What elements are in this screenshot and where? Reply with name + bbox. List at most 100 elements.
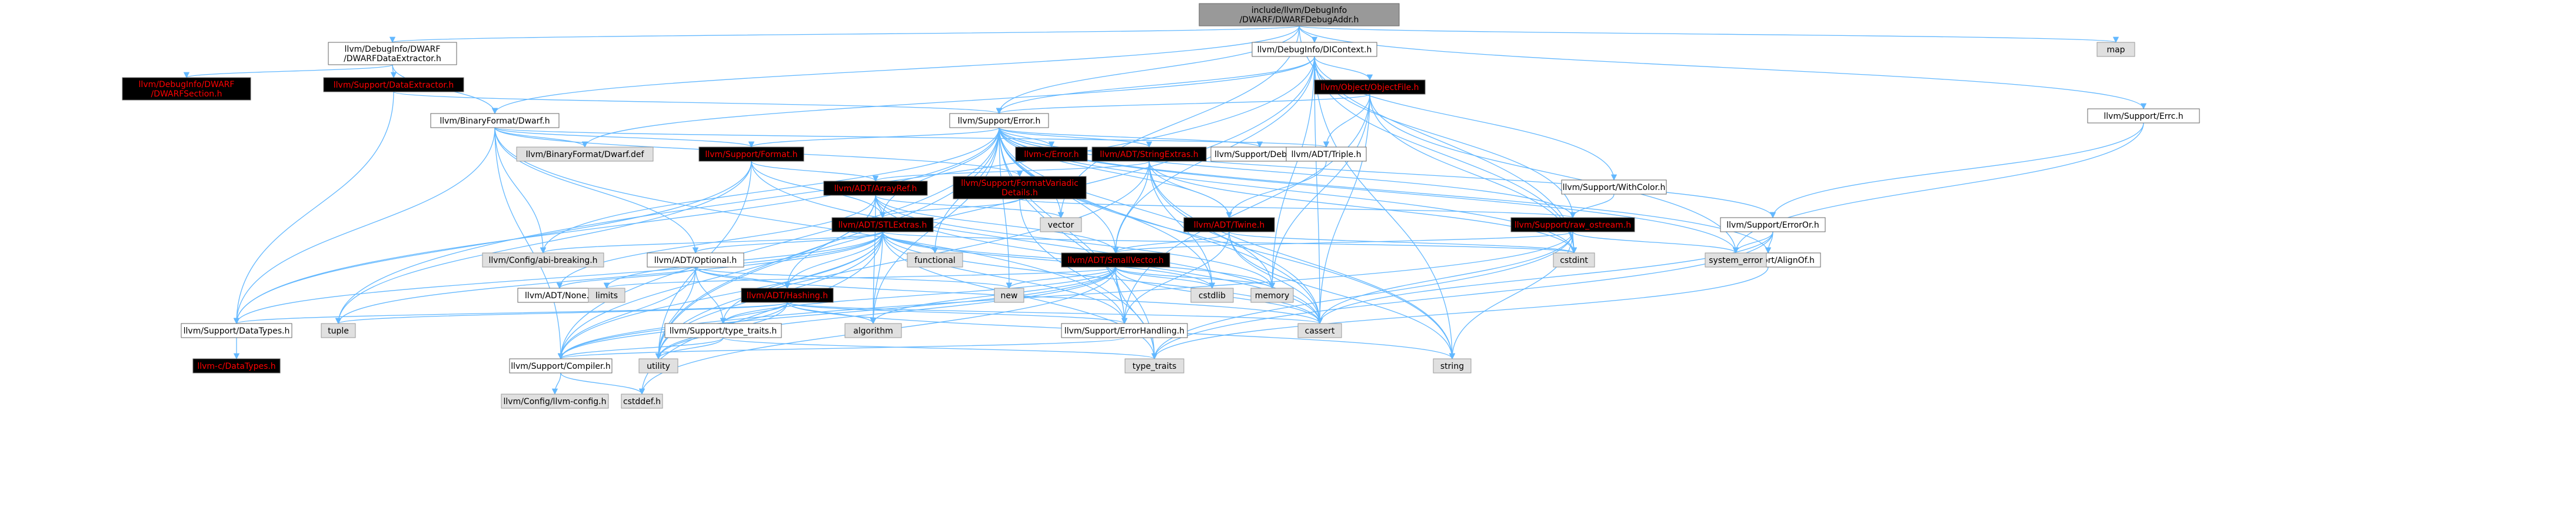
edge-stlextras-to-compiler [557,231,883,360]
node-label: llvm/ADT/Triple.h [1292,150,1362,159]
node-dicontext[interactable]: llvm/DebugInfo/DIContext.h [1252,42,1377,57]
node-label: llvm/Support/WithColor.h [1563,183,1666,192]
node-string[interactable]: string [1433,358,1472,374]
node-box [1314,79,1426,95]
edge-stringextras-to-string [1149,161,1456,360]
node-label: type_traits [1133,362,1177,371]
edge-bfdwarf-to-bfdwarfdef [494,127,588,148]
node-errorhandling[interactable]: llvm/Support/ErrorHandling.h [1061,323,1188,338]
node-arrayref[interactable]: llvm/ADT/ArrayRef.h [823,181,928,196]
node-box [2096,42,2135,57]
node-box [1250,288,1294,303]
edge-error-to-memory [999,127,1276,289]
edge-bfdwarf-to-triple [494,127,1329,148]
node-box [1015,146,1088,162]
node-label: cstdint [1560,256,1588,265]
node-compiler[interactable]: llvm/Support/Compiler.h [509,358,613,374]
edge-error-to-format [748,127,1000,148]
node-label: llvm/ADT/Optional.h [654,256,737,265]
node-cdatatypes[interactable]: llvm-c/DataTypes.h [192,358,281,374]
node-format[interactable]: llvm/Support/Format.h [698,146,804,162]
node-objectfile[interactable]: llvm/Object/ObjectFile.h [1314,79,1426,95]
node-box [831,217,934,232]
node-rawostream[interactable]: llvm/Support/raw_ostream.h [1510,217,1635,232]
edge-error-to-erroror [999,127,1776,219]
node-label: vector [1048,221,1074,230]
edge-root-to-errc [1299,25,2147,110]
node-map[interactable]: map [2096,42,2135,57]
node-label: llvm/Support/Error.h [958,116,1041,126]
node-box [1199,3,1400,26]
node-box [501,394,609,409]
node-withcolor[interactable]: llvm/Support/WithColor.h [1561,179,1667,195]
edge-bfdwarf-to-abibreaking [494,127,547,254]
node-label: /DWARF/DWARFDebugAddr.h [1240,15,1359,25]
node-utility[interactable]: utility [638,358,678,374]
node-cstdint[interactable]: cstdint [1553,252,1595,268]
node-typetraits[interactable]: type_traits [1124,358,1184,374]
node-memory[interactable]: memory [1250,288,1294,303]
edge-dicontext-to-string [1314,56,1456,360]
node-box [1510,217,1635,232]
node-bfdwarfdef[interactable]: llvm/BinaryFormat/Dwarf.def [516,146,654,162]
node-label: llvm/Support/ErrorOr.h [1726,221,1819,230]
edge-compiler-to-cstddef [560,372,645,395]
node-optional[interactable]: llvm/ADT/Optional.h [647,252,744,268]
node-smallvector[interactable]: llvm/ADT/SmallVector.h [1061,252,1170,268]
edge-stringextras-to-arrayref [873,161,1150,182]
node-box [1286,146,1367,162]
node-cassert[interactable]: cassert [1297,323,1342,338]
edge-triple-to-twine [1226,161,1327,219]
edge-dicontext-to-cassert [1314,56,1323,325]
node-systemerror[interactable]: system_error [1705,252,1767,268]
node-dwarfsection[interactable]: llvm/DebugInfo/DWARF/DWARFSection.h [122,77,251,101]
edge-dataextractor-to-error [393,91,1002,115]
edge-hashing-to-datatypes [234,302,788,325]
node-root[interactable]: include/llvm/DebugInfo/DWARF/DWARFDebugA… [1199,3,1400,26]
edge-stlextras-to-errorhandling [882,231,1128,325]
node-cstdlib[interactable]: cstdlib [1190,288,1234,303]
node-none[interactable]: llvm/ADT/None.h [517,288,602,303]
node-dwarfextractor[interactable]: llvm/DebugInfo/DWARF/DWARFDataExtractor.… [328,42,457,65]
node-stringextras[interactable]: llvm/ADT/StringExtras.h [1091,146,1207,162]
node-algorithm[interactable]: algorithm [844,323,902,338]
edge-error-to-cerror [999,127,1055,148]
node-supporttypetraits[interactable]: llvm/Support/type_traits.h [664,323,782,338]
node-box [1183,217,1275,232]
edge-twine-to-cassert [1229,231,1323,325]
node-label: system_error [1709,256,1763,265]
edge-bfdwarf-to-format [494,127,754,148]
node-label: /DWARFSection.h [151,89,222,99]
node-limits[interactable]: limits [588,288,625,303]
node-abibreaking[interactable]: llvm/Config/abi-breaking.h [482,252,604,268]
node-label: /DWARFDataExtractor.h [344,54,441,64]
edge-dataextractor-to-datatypes [233,91,394,325]
node-cerror[interactable]: llvm-c/Error.h [1015,146,1088,162]
edge-root-to-bfdwarf [491,25,1300,115]
node-datatypes[interactable]: llvm/Support/DataTypes.h [181,323,292,338]
node-error[interactable]: llvm/Support/Error.h [949,113,1049,128]
edge-alignof-to-typetraits [1151,266,1769,360]
node-tuple[interactable]: tuple [321,323,356,338]
node-twine[interactable]: llvm/ADT/Twine.h [1183,217,1275,232]
node-new[interactable]: new [994,288,1024,303]
node-bfdwarf[interactable]: llvm/BinaryFormat/Dwarf.h [430,113,560,128]
node-box [1190,288,1234,303]
node-erroror[interactable]: llvm/Support/ErrorOr.h [1720,217,1826,232]
edge-error-to-stringextras [999,127,1153,148]
node-box [1091,146,1207,162]
node-llvmconfig[interactable]: llvm/Config/llvm-config.h [501,394,609,409]
edge-errorhandling-to-compiler [558,337,1125,360]
node-vector[interactable]: vector [1040,217,1082,232]
node-dataextractor[interactable]: llvm/Support/DataExtractor.h [323,77,464,92]
node-box [698,146,804,162]
node-triple[interactable]: llvm/ADT/Triple.h [1286,146,1367,162]
node-hashing[interactable]: llvm/ADT/Hashing.h [741,288,834,303]
node-box [1061,323,1188,338]
node-stlextras[interactable]: llvm/ADT/STLExtras.h [831,217,934,232]
node-functional[interactable]: functional [907,252,963,268]
node-errc[interactable]: llvm/Support/Errc.h [2087,108,2200,124]
node-cstddef[interactable]: cstddef.h [621,394,663,409]
